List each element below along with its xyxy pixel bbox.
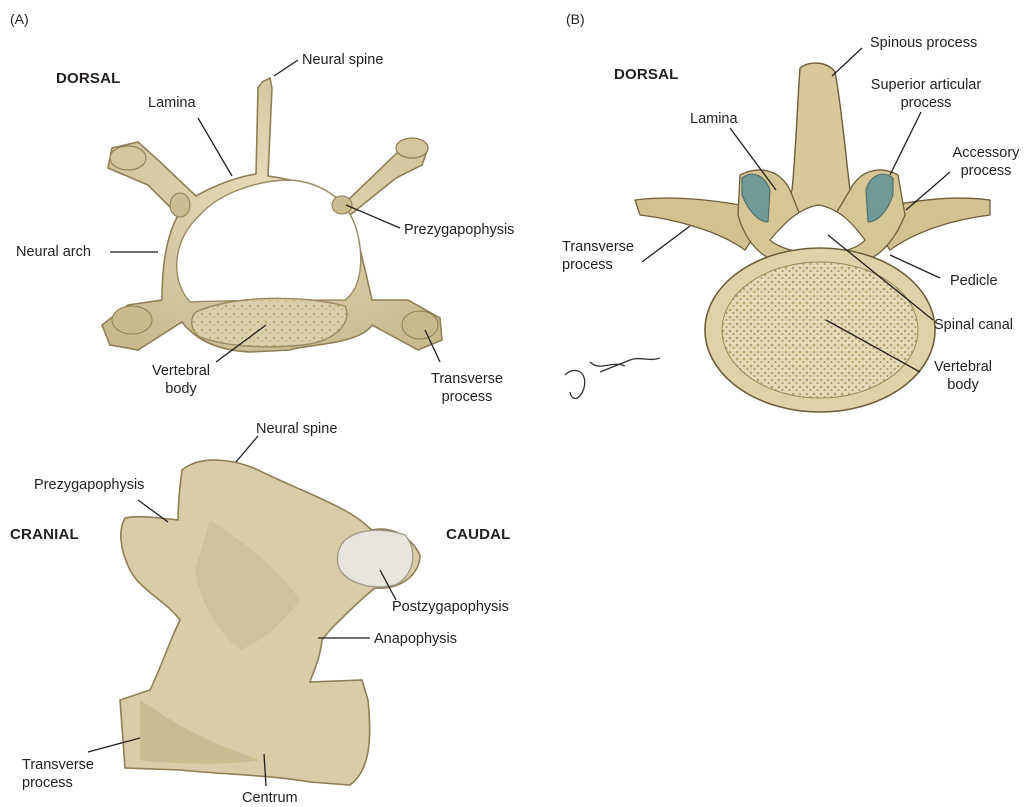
label-line: process [944,162,1028,180]
label-neural-spine-bottom: Neural spine [256,420,337,438]
panel-b-label: (B) [566,11,585,27]
label-line: Transverse [562,238,634,256]
label-spinal-canal: Spinal canal [934,316,1013,334]
label-lamina-a: Lamina [148,94,196,112]
label-accessory-process: Accessory process [944,144,1028,180]
label-postzygapophysis: Postzygapophysis [392,598,509,616]
label-line: body [136,380,226,398]
label-transverse-process-a-top: Transverse process [412,370,522,406]
label-neural-arch: Neural arch [16,243,91,261]
label-prezygapophysis-top: Prezygapophysis [404,221,514,239]
vertebra-a-bottom [120,460,420,785]
label-neural-spine-top: Neural spine [302,51,383,69]
label-superior-articular-process: Superior articular process [858,76,994,112]
label-vertebral-body-b: Vertebral body [918,358,1008,394]
label-line: Superior articular [858,76,994,94]
label-lamina-b: Lamina [690,110,738,128]
label-pedicle: Pedicle [950,272,998,290]
label-spinous-process: Spinous process [870,34,977,52]
label-line: process [22,774,94,792]
label-transverse-process-b: Transverse process [562,238,634,274]
dorsal-b-heading: DORSAL [614,66,679,83]
caudal-heading: CAUDAL [446,526,511,543]
label-transverse-process-a-bottom: Transverse process [22,756,94,792]
label-anapophysis: Anapophysis [374,630,457,648]
label-line: process [562,256,634,274]
label-line: body [918,376,1008,394]
signature-mark [565,358,660,398]
label-line: Transverse [412,370,522,388]
label-line: Vertebral [136,362,226,380]
dorsal-a-heading: DORSAL [56,70,121,87]
label-prezygapophysis-bottom: Prezygapophysis [34,476,144,494]
label-centrum: Centrum [242,789,298,807]
label-line: process [858,94,994,112]
label-line: Accessory [944,144,1028,162]
cranial-heading: CRANIAL [10,526,79,543]
label-vertebral-body-a: Vertebral body [136,362,226,398]
label-line: Transverse [22,756,94,774]
label-line: Vertebral [918,358,1008,376]
panel-a-label: (A) [10,11,29,27]
vertebra-a-top [102,78,442,352]
label-line: process [412,388,522,406]
